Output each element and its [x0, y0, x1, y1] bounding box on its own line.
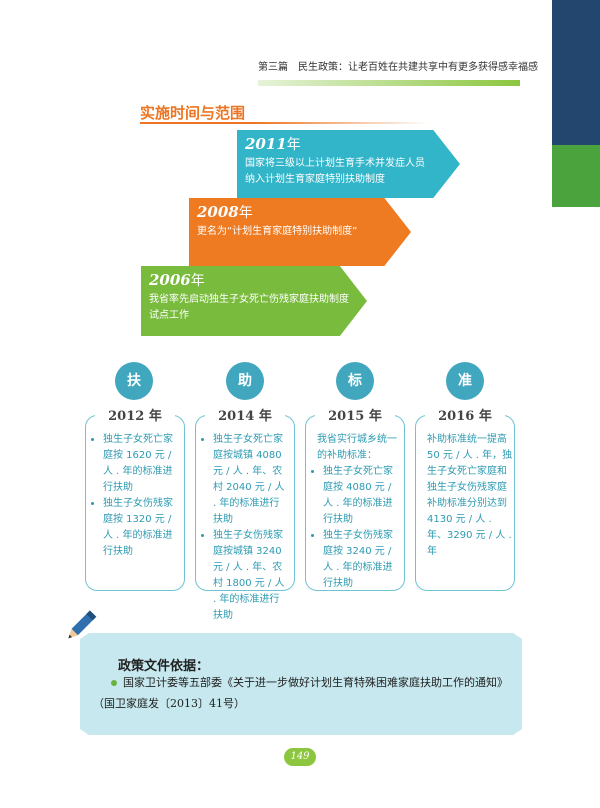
timeline-arrow-2011: 2011年 国家将三级以上计划生育手术并发症人员纳入计划生育家庭特别扶助制度 — [237, 130, 460, 198]
standard-item: 独生子女死亡家庭按 1620 元 / 人 . 年的标准进行扶助 — [103, 432, 179, 496]
standard-item: 独生子女伤残家庭按城镇 3240 元 / 人 . 年、农村 1800 元 / 人… — [213, 528, 289, 624]
timeline-year-suffix: 年 — [286, 137, 301, 153]
section-title: 实施时间与范围 — [140, 104, 246, 122]
standard-year-2012: 2012 年 — [95, 405, 175, 424]
running-header: 第三篇 民生政策：让老百姓在共建共享中有更多获得感幸福感 — [258, 62, 538, 73]
timeline-year-suffix: 年 — [238, 205, 253, 221]
policy-title: 政策文件依据： — [118, 659, 210, 674]
standard-year-2016: 2016 年 — [425, 405, 505, 424]
circle-fu: 扶 — [115, 362, 153, 400]
standard-intro: 我省实行城乡统一的补助标准： — [317, 434, 397, 461]
standard-item: 独生子女死亡家庭按 4080 元 / 人 . 年的标准进行扶助 — [323, 464, 399, 528]
side-tab-green — [552, 145, 600, 207]
timeline-arrow-2008: 2008年 更名为“计划生育家庭特别扶助制度” — [189, 198, 411, 266]
timeline-year: 2008 — [197, 203, 239, 221]
circle-zhun: 准 — [446, 362, 484, 400]
policy-text: 国家卫计委等五部委《关于进一步做好计划生育特殊困难家庭扶助工作的通知》（国卫家庭… — [93, 676, 508, 710]
bullet-dot-icon — [111, 679, 117, 686]
timeline-desc: 国家将三级以上计划生育手术并发症人员纳入计划生育家庭特别扶助制度 — [245, 158, 425, 185]
standard-body-2014: 独生子女死亡家庭按城镇 4080 元 / 人 . 年、农村 2040 元 / 人… — [203, 432, 289, 624]
standard-body-2012: 独生子女死亡家庭按 1620 元 / 人 . 年的标准进行扶助 独生子女伤残家庭… — [93, 432, 179, 560]
standard-body-2015: 我省实行城乡统一的补助标准： 独生子女死亡家庭按 4080 元 / 人 . 年的… — [313, 432, 399, 592]
timeline-year-suffix: 年 — [190, 273, 205, 289]
policy-panel — [80, 633, 522, 735]
timeline-arrow-2006: 2006年 我省率先启动独生子女死亡伤残家庭扶助制度试点工作 — [141, 266, 367, 336]
page-number: 149 — [284, 748, 316, 766]
circle-zhu: 助 — [226, 362, 264, 400]
timeline-desc: 我省率先启动独生子女死亡伤残家庭扶助制度试点工作 — [149, 294, 349, 321]
standard-year-2014: 2014 年 — [205, 405, 285, 424]
circle-biao: 标 — [336, 362, 374, 400]
standard-item: 独生子女伤残家庭按 1320 元 / 人 . 年的标准进行扶助 — [103, 496, 179, 560]
section-title-underline — [140, 122, 430, 124]
timeline-year: 2006 — [149, 271, 191, 289]
standard-intro: 补助标准统一提高 50 元 / 人 . 年，独生子女死亡家庭和独生子女伤残家庭补… — [427, 434, 513, 557]
standard-item: 独生子女伤残家庭按 3240 元 / 人 . 年的标准进行扶助 — [323, 528, 399, 592]
standard-year-2015: 2015 年 — [315, 405, 395, 424]
policy-text-block: 国家卫计委等五部委《关于进一步做好计划生育特殊困难家庭扶助工作的通知》（国卫家庭… — [93, 672, 511, 714]
timeline-year: 2011 — [245, 135, 287, 153]
standard-item: 独生子女死亡家庭按城镇 4080 元 / 人 . 年、农村 2040 元 / 人… — [213, 432, 289, 528]
standard-body-2016: 补助标准统一提高 50 元 / 人 . 年，独生子女死亡家庭和独生子女伤残家庭补… — [427, 432, 513, 560]
side-tab-blue — [552, 0, 600, 145]
header-rule — [258, 80, 520, 86]
pencil-icon — [68, 610, 97, 639]
timeline-desc: 更名为“计划生育家庭特别扶助制度” — [197, 226, 358, 237]
